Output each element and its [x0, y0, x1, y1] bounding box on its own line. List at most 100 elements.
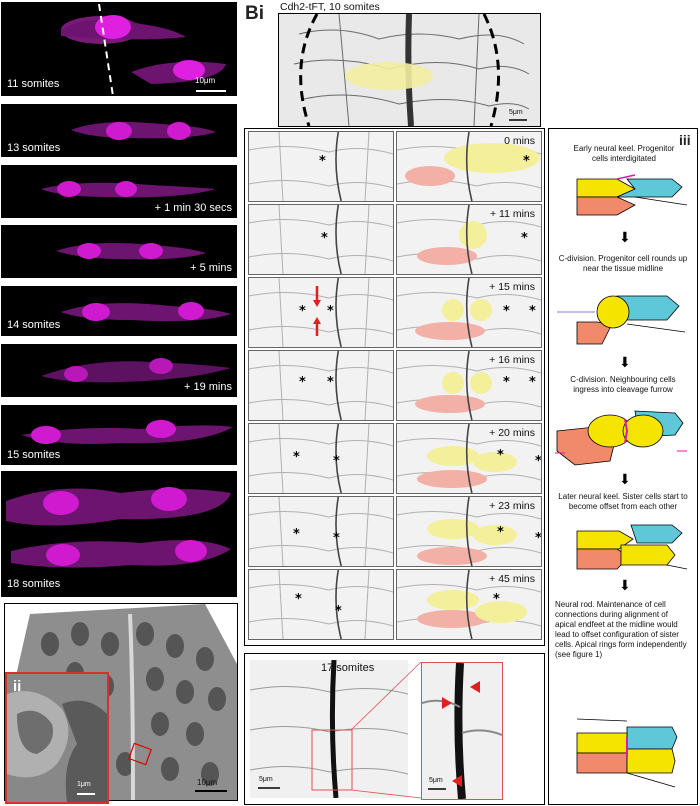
- down-arrow-icon: ⬇: [619, 354, 631, 370]
- bi-frame-left: **: [248, 423, 394, 494]
- bi-frame-right: + 16 mins * *: [396, 350, 542, 421]
- cell-marker-star: *: [295, 592, 302, 607]
- cell-marker-star: *: [327, 304, 334, 319]
- cell-image: [61, 3, 226, 96]
- time-label: + 11 mins: [489, 208, 535, 220]
- step-3-text: C-division. Neighbouring cells ingress i…: [570, 375, 676, 394]
- panel-a-frame-6: + 19 mins: [1, 344, 237, 397]
- down-arrow-icon: ⬇: [619, 577, 631, 593]
- panel-label-cii: ii: [13, 678, 22, 695]
- panel-a-frame-2: 13 somites: [1, 104, 237, 157]
- frame-label: 13 somites: [7, 142, 61, 154]
- bi-frame-left: *: [248, 131, 394, 202]
- down-arrow-icon: ⬇: [619, 471, 631, 487]
- cell-marker-star: *: [335, 604, 342, 619]
- step-2-text: C-division. Progenitor cell rounds up ne…: [558, 254, 688, 273]
- cell-marker-star: *: [333, 531, 340, 546]
- panel-a-frame-7: 15 somites: [1, 405, 237, 465]
- arrowhead-icon: [452, 775, 462, 787]
- red-arrow-icon: [313, 286, 321, 336]
- time-label: + 20 mins: [489, 427, 535, 439]
- panel-a-frame-5: 14 somites: [1, 286, 237, 336]
- step-4-text: Later neural keel. Sister cells start to…: [558, 492, 688, 511]
- bii-zoom-lines: [350, 661, 422, 799]
- bii-scale-right: 5μm: [429, 777, 443, 784]
- cell-marker-star: *: [529, 304, 536, 319]
- inset-scale-label: 1μm: [77, 781, 91, 788]
- panel-label-bi: Bi: [245, 3, 264, 24]
- cdh2-micrograph: [279, 14, 540, 126]
- bi-timelapse-box: [244, 128, 545, 646]
- time-label: + 45 mins: [489, 573, 535, 585]
- scale-bar-label: 10μm: [195, 76, 216, 85]
- schematic-box: iii Early neural keel. Progenitor cells …: [548, 128, 698, 805]
- time-label: + 15 mins: [489, 281, 535, 293]
- cell-marker-star: *: [503, 375, 510, 390]
- cell-marker-star: *: [327, 375, 334, 390]
- step-1-diagram: [576, 174, 688, 216]
- step-5-text: Neural rod. Maintenance of cell connecti…: [555, 600, 687, 659]
- cell-marker-star: *: [299, 304, 306, 319]
- cell-marker-star: *: [523, 154, 530, 169]
- scale-bar-label: 10μm: [197, 778, 218, 787]
- arrowhead-icon: [442, 697, 452, 709]
- panel-a-frame-3: + 1 min 30 secs: [1, 165, 237, 218]
- bii-left-image: 5μm: [250, 660, 408, 798]
- frame-label: 18 somites: [7, 578, 61, 590]
- cell-marker-star: *: [503, 304, 510, 319]
- time-label: 0 mins: [504, 135, 535, 147]
- frame-label: + 19 mins: [184, 381, 232, 393]
- frame-label: + 5 mins: [190, 262, 232, 274]
- frame-label: 15 somites: [7, 449, 61, 461]
- bi-top-scale: 5μm: [509, 109, 523, 116]
- panel-a-frame-4: + 5 mins: [1, 225, 237, 278]
- frame-label: 14 somites: [7, 319, 61, 331]
- cell-marker-star: *: [293, 527, 300, 542]
- cell-marker-star: *: [319, 154, 326, 169]
- bi-frame-right: + 20 mins * *: [396, 423, 542, 494]
- bi-frame-right: + 45 mins * *: [396, 569, 542, 640]
- cell-marker-star: *: [299, 375, 306, 390]
- bi-frame-right: 0 mins *: [396, 131, 542, 202]
- cell-marker-star: *: [293, 450, 300, 465]
- step-2-diagram: [557, 295, 686, 345]
- bii-scale-left: 5μm: [259, 776, 273, 783]
- bi-frame-left: **: [248, 350, 394, 421]
- cell-marker-star: *: [535, 531, 542, 546]
- cell-marker-star: *: [541, 604, 542, 619]
- bii-right-zoom: 5μm: [421, 662, 503, 800]
- cell-marker-star: *: [497, 448, 504, 463]
- bi-top-title: Cdh2-tFT, 10 somites: [280, 1, 380, 13]
- frame-label: + 1 min 30 secs: [154, 202, 232, 214]
- cell-marker-star: *: [535, 454, 542, 469]
- step-1-text: Early neural keel. Progenitor cells inte…: [573, 144, 675, 163]
- panel-label-iii: iii: [679, 132, 691, 148]
- time-label: + 23 mins: [489, 500, 535, 512]
- step-5-diagram: [576, 718, 678, 788]
- frame-label: 11 somites: [7, 78, 60, 90]
- cell-marker-star: *: [497, 525, 504, 540]
- cell-marker-star: *: [493, 592, 500, 607]
- cell-marker-star: *: [333, 454, 340, 469]
- bi-frame-right: + 23 mins * *: [396, 496, 542, 567]
- bii-box: ii 5μm 17 somites 5μm: [244, 653, 545, 805]
- panel-cii-inset: ii 1μm: [5, 672, 109, 804]
- bi-frame-left: *: [248, 204, 394, 275]
- arrowhead-icon: [470, 681, 480, 693]
- bi-top-image: 5μm: [278, 13, 541, 127]
- cell-marker-star: *: [529, 375, 536, 390]
- cell-marker-star: *: [321, 231, 328, 246]
- down-arrow-icon: ⬇: [619, 229, 631, 245]
- bi-frame-left: **: [248, 569, 394, 640]
- step-4-diagram: [576, 524, 688, 570]
- bi-frame-left: **: [248, 496, 394, 567]
- bi-frame-right: + 15 mins * *: [396, 277, 542, 348]
- step-3-diagram: [555, 410, 687, 466]
- panel-a-frame-8: 18 somites: [1, 471, 237, 597]
- panel-a-frame-1: 11 somites 10μm: [1, 2, 237, 96]
- time-label: + 16 mins: [489, 354, 535, 366]
- bi-frame-left: **: [248, 277, 394, 348]
- bii-label: 17 somites: [321, 662, 375, 674]
- bi-frame-right: + 11 mins *: [396, 204, 542, 275]
- cell-marker-star: *: [521, 231, 528, 246]
